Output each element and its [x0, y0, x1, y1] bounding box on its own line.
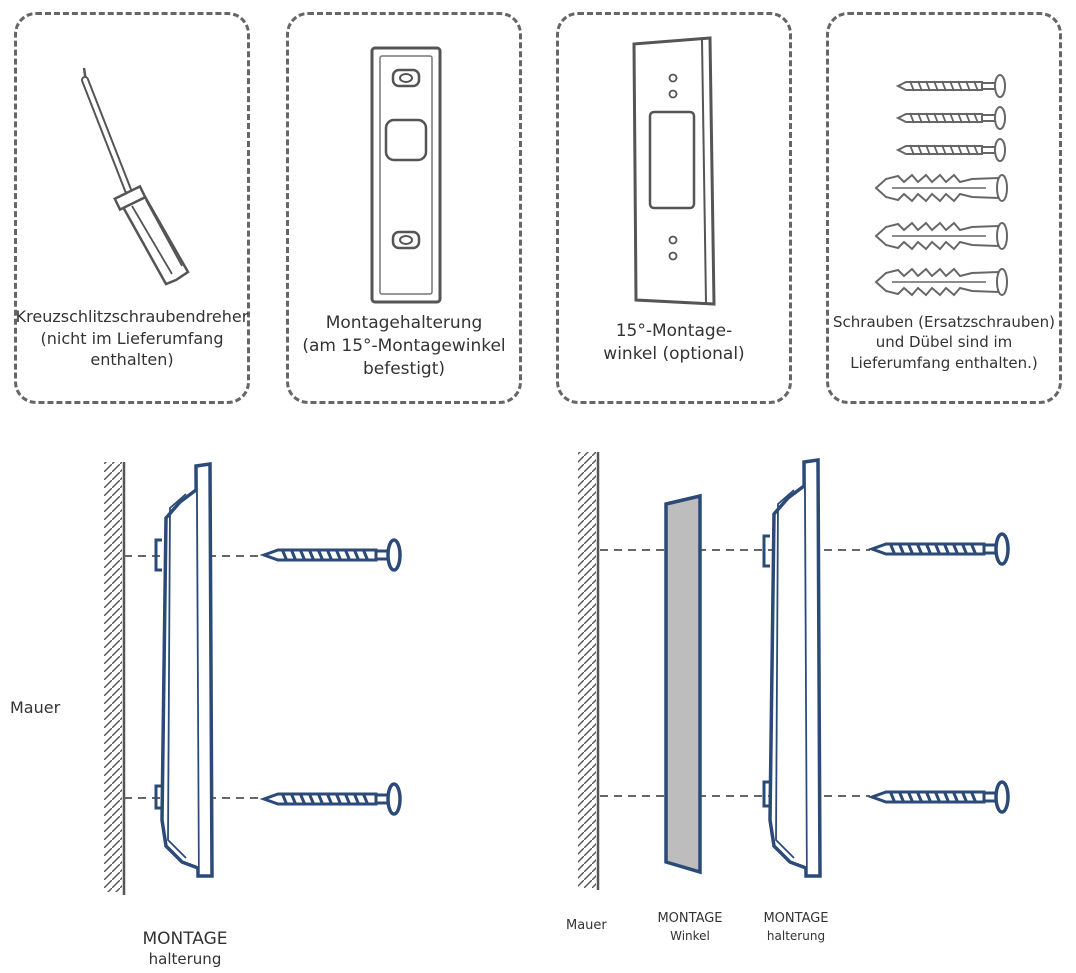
screwdriver-icon	[81, 67, 190, 286]
label-line: halterung	[766, 928, 826, 943]
angle-wedge-icon	[632, 36, 716, 306]
left-screw-top	[262, 538, 402, 572]
caption-line: (am 15°-Montagewinkel	[302, 335, 506, 356]
caption-line: (nicht im Lieferumfang	[40, 328, 224, 348]
caption-line: befestigt)	[362, 358, 446, 379]
caption-angle-wedge: 15°-Montage- winkel (optional)	[556, 320, 792, 366]
item-box-screwdriver	[14, 12, 250, 404]
left-wall-label: Mauer	[10, 698, 61, 717]
right-bracket-label: MONTAGE halterung	[746, 910, 846, 944]
label-line: halterung	[148, 950, 222, 969]
right-angle-wedge	[664, 493, 702, 875]
label-line: Winkel	[670, 928, 710, 943]
left-screw-bottom	[262, 782, 402, 816]
caption-line: winkel (optional)	[603, 343, 745, 364]
label-line: MONTAGE	[657, 911, 723, 926]
label-line: MONTAGE	[763, 911, 829, 926]
screws-anchors-icon	[875, 74, 1008, 296]
caption-line: 15°-Montage-	[615, 321, 733, 341]
caption-line: Schrauben (Ersatzschrauben)	[833, 313, 1055, 331]
left-bracket-side-view	[154, 461, 214, 878]
right-bracket-side-view	[762, 457, 822, 878]
caption-mounting-bracket: Montagehalterung (am 15°-Montagewinkel b…	[286, 312, 522, 381]
right-angle-label: MONTAGE Winkel	[640, 910, 740, 944]
mounting-bracket-icon	[370, 46, 442, 304]
caption-screwdriver: Kreuzschlitzschraubendreher (nicht im Li…	[14, 306, 250, 371]
left-assembly-diagram	[104, 461, 402, 895]
right-wall-label: Mauer	[566, 918, 607, 933]
caption-line: Lieferumfang enthalten.)	[850, 353, 1038, 372]
right-screw-bottom	[870, 780, 1010, 814]
item-box-mounting-bracket	[286, 12, 522, 404]
caption-screws-anchors: Schrauben (Ersatzschrauben) und Dübel si…	[822, 312, 1066, 373]
item-box-screws-anchors	[826, 12, 1062, 404]
caption-line: Kreuzschlitzschraubendreher	[15, 307, 249, 326]
caption-line: und Dübel sind im	[875, 333, 1013, 352]
caption-line: enthalten)	[90, 350, 174, 370]
right-screw-top	[870, 532, 1010, 566]
caption-line: Montagehalterung	[325, 313, 483, 333]
item-box-angle-wedge	[556, 12, 792, 404]
left-bracket-label: MONTAGE halterung	[120, 928, 250, 970]
label-line: MONTAGE	[142, 929, 228, 949]
right-assembly-diagram	[578, 452, 1010, 890]
